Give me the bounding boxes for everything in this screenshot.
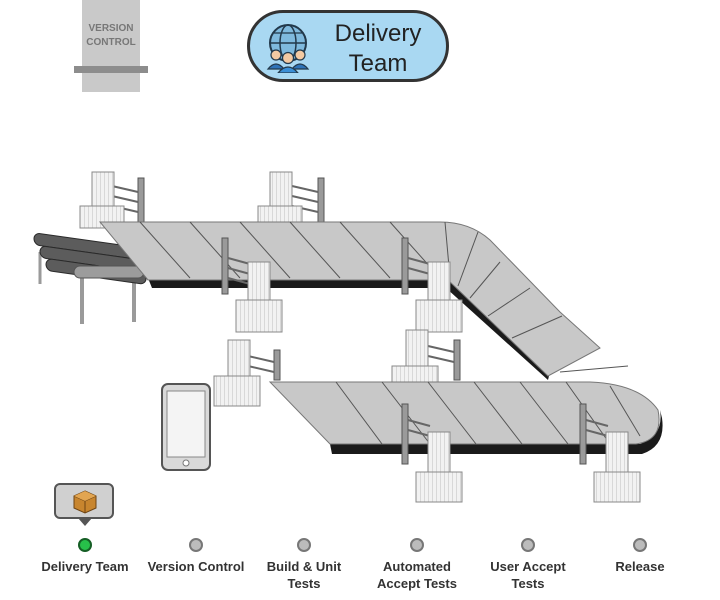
stage-indicator-active[interactable] [78,538,92,552]
stage-label: User Accept Tests [490,559,566,591]
middle-fences [221,237,431,295]
workstation-back-2 [257,171,303,229]
workstation-lower-1 [213,339,261,407]
pillar-body [82,0,140,66]
stage-user-accept-tests[interactable]: User Accept Tests [473,538,583,592]
stage-label: Automated Accept Tests [377,559,457,591]
stage-indicator[interactable] [633,538,647,552]
package-icon [73,490,97,514]
workstation-front-2 [593,431,641,503]
stage-build-unit-tests[interactable]: Build & Unit Tests [249,538,359,592]
version-control-label: VERSION CONTROL [86,23,136,48]
team-globe-icon [266,24,310,73]
workstation-mid-1 [235,261,283,333]
stage-automated-accept-tests[interactable]: Automated Accept Tests [362,538,472,592]
workstation-back-1 [79,171,125,229]
lower-back-fences [247,339,461,381]
phone-device [161,383,211,471]
version-control-pillar: VERSION CONTROL [74,0,148,92]
roller-feeder [33,233,147,324]
stage-indicator[interactable] [189,538,203,552]
stage-label: Version Control [147,559,245,574]
front-fences [401,403,609,465]
stage-label: Delivery Team [41,559,129,574]
stage-release[interactable]: Release [585,538,695,575]
pillar-shelf [74,66,148,73]
workstation-mid-2 [415,261,463,333]
stage-indicator[interactable] [410,538,424,552]
stage-indicator[interactable] [297,538,311,552]
stage-version-control[interactable]: Version Control [141,538,251,575]
workstation-front-1 [415,431,463,503]
upper-belt [98,221,601,380]
lower-belt [268,365,663,454]
stage-delivery-team[interactable]: Delivery Team [30,538,140,575]
workstation-lower-2 [391,329,439,389]
delivery-team-badge[interactable]: Delivery Team [247,10,449,82]
current-item-tooltip [54,483,114,526]
delivery-team-title: Delivery Team [334,20,422,77]
stage-indicator[interactable] [521,538,535,552]
stage-label: Build & Unit Tests [266,559,342,591]
stage-label: Release [615,559,665,574]
pillar-base [82,73,140,92]
